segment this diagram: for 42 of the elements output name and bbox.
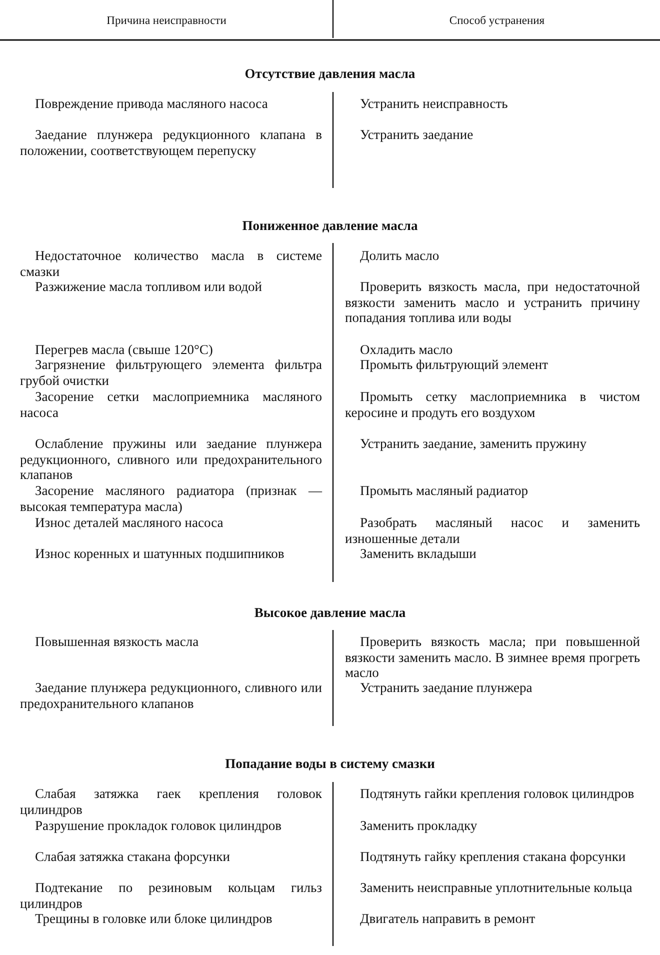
- table-cell-text: Трещины в головке или блоке цилиндров: [34, 911, 274, 926]
- table-cell-text: Износ деталей масляного насоса: [34, 515, 224, 530]
- table-cell-text: Устранить заедание плунжера: [359, 680, 534, 696]
- table-cell-text: Промыть масляный радиатор: [359, 483, 530, 498]
- table-cell: Заедание плунжера редукционного клапана в положении, соответствующем перепуску: [20, 127, 322, 158]
- table-cell-text: Разрушение прокладок головок цилиндров: [34, 818, 283, 834]
- table-cell-text: Слабая затяжка стакана форсунки: [34, 849, 231, 864]
- table-cell-text: Устранить неисправность: [359, 96, 509, 112]
- table-cell-text: Перегрев масла (свыше 120°С): [34, 342, 214, 358]
- table-cell-text: Заменить неисправные уплотнительные кольца: [359, 880, 634, 896]
- table-cell: Разобрать масляный насос и заменить изношенные детали: [345, 515, 640, 546]
- table-cell-text: Двигатель направить в ремонт: [359, 911, 536, 926]
- table-cell-text: Заменить прокладку: [359, 818, 478, 834]
- table-cell-text: Подтянуть гайки крепления головок цилиндров: [359, 786, 636, 802]
- table-cell-text: Повреждение привода масляного насоса: [34, 96, 269, 112]
- section-heading: Отсутствие давления масла: [244, 66, 416, 82]
- table-cell: Засорение сетки маслоприемника масляного насоса: [20, 389, 322, 420]
- table-cell-text: Разжижение масла топливом или водой: [34, 279, 264, 294]
- table-cell: Загрязнение фильтрующего элемента фильтра грубой очистки: [20, 357, 322, 388]
- table-cell: Подтекание по резиновым кольцам гильз цилиндров: [20, 880, 322, 911]
- column-header: Способ устранения: [448, 14, 546, 29]
- table-cell-text: Устранить заедание, заменить пружину: [359, 436, 588, 452]
- section-heading: Попадание воды в систему смазки: [224, 756, 436, 772]
- column-header: Причина неисправности: [106, 14, 228, 29]
- table-cell: Проверить вязкость масла; при повышенной вязкости заменить масло. В зимнее время прогреть масло: [345, 634, 640, 680]
- section-heading: Пониженное давление масла: [241, 218, 419, 234]
- table-cell: Промыть сетку маслоприемника в чистом керосине и продуть его воздухом: [345, 389, 640, 420]
- table-cell-text: Заменить вкладыши: [359, 546, 478, 562]
- table-cell-text: Охладить масло: [359, 342, 454, 358]
- table-cell-text: Долить масло: [359, 248, 440, 264]
- table-cell-text: Износ коренных и шатунных подшипников: [34, 546, 286, 562]
- table-cell: Засорение масляного радиатора (признак — высокая температура масла): [20, 483, 322, 514]
- table-cell: Ослабление пружины или заедание плунжера редукционного, сливного или предохранительного клапанов: [20, 436, 322, 482]
- table-cell: Заедание плунжера редукционного, сливного или предохранительного клапанов: [20, 680, 322, 711]
- table-cell-text: Промыть фильтрующий элемент: [359, 357, 550, 372]
- table-cell-text: Подтянуть гайку крепления стакана форсунки: [359, 849, 627, 864]
- table-cell-text: Устранить заедание: [359, 127, 474, 142]
- table-cell-text: Повышенная вязкость масла: [34, 634, 200, 650]
- section-heading: Высокое давление масла: [253, 605, 407, 620]
- table-cell: Недостаточное количество масла в системе смазки: [20, 248, 322, 279]
- table-cell: Проверить вязкость масла, при недостаточной вязкости заменить масло и устранить причину попадания топлива или воды: [345, 279, 640, 326]
- table-cell: Слабая затяжка гаек крепления головок цилиндров: [20, 786, 322, 817]
